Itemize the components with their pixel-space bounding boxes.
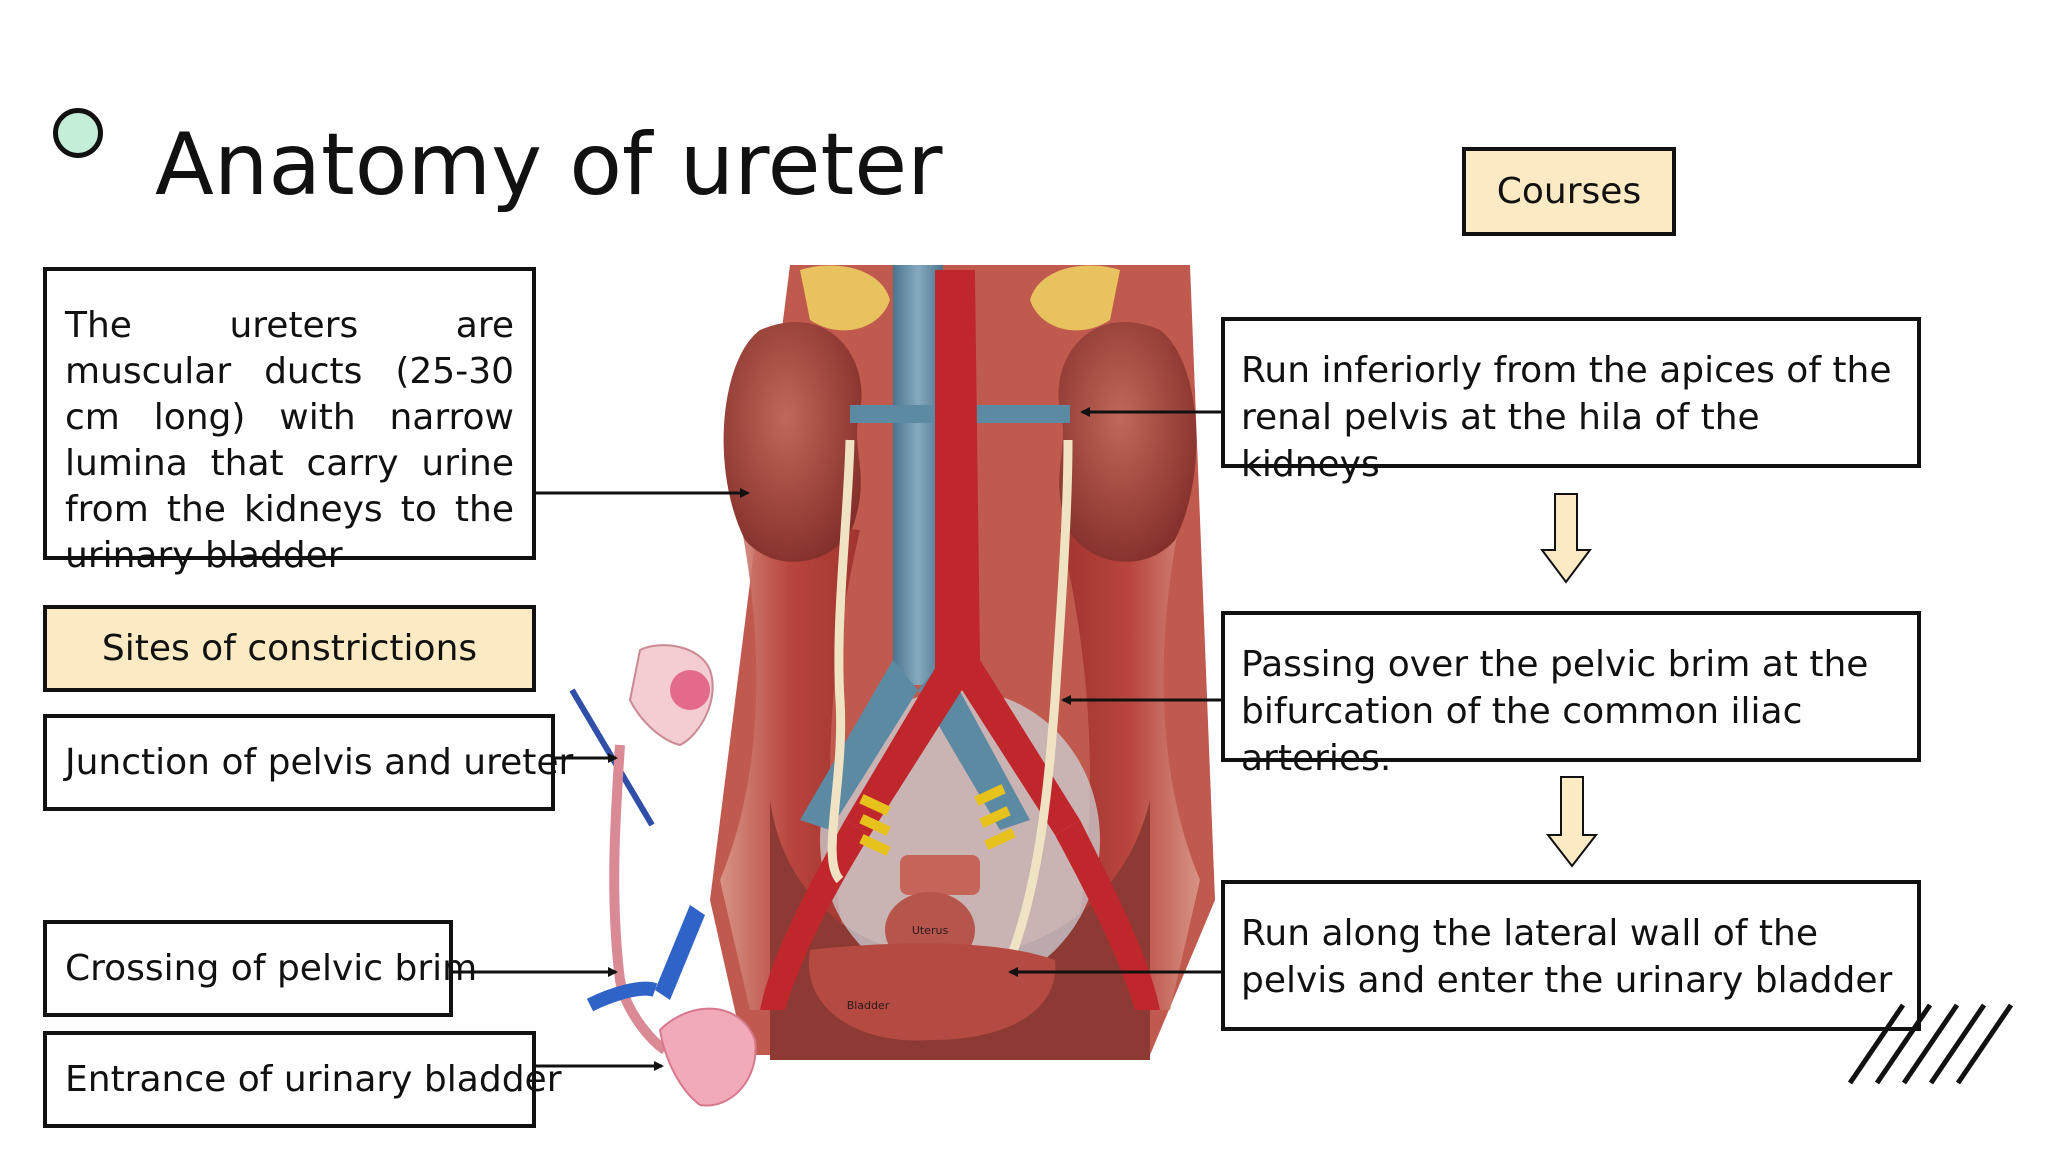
right-kidney xyxy=(1058,321,1197,562)
constriction-item: Entrance of urinary bladder xyxy=(43,1031,562,1128)
intro-text: The ureters are muscular ducts (25-30 cm… xyxy=(65,305,514,576)
bladder-label: Bladder xyxy=(847,999,890,1012)
page-title: Anatomy of ureter xyxy=(155,115,943,215)
constriction-item-label: Crossing of pelvic brim xyxy=(65,948,478,989)
decorative-hatch xyxy=(1847,1003,2014,1085)
left-kidney xyxy=(723,321,862,562)
constrictions-heading-label: Sites of constrictions xyxy=(101,628,478,669)
courses-heading-label: Courses xyxy=(1496,171,1642,212)
course-step-box: Passing over the pelvic brim at the bifu… xyxy=(1221,611,1921,779)
bladder xyxy=(808,943,1056,1041)
constriction-item-label: Junction of pelvis and ureter xyxy=(65,742,574,783)
course-step-box: Run along the lateral wall of the pelvis… xyxy=(1221,880,1921,1031)
right-ureter xyxy=(1005,439,1073,962)
course-step-text: Run along the lateral wall of the pelvis… xyxy=(1241,913,1893,1001)
left-ureter xyxy=(827,439,855,884)
down-arrow-icon xyxy=(1545,776,1599,868)
ureter-inset-illustration xyxy=(569,644,757,1107)
courses-heading: Courses xyxy=(1462,147,1676,236)
constriction-item-label: Entrance of urinary bladder xyxy=(65,1059,562,1100)
constriction-item: Crossing of pelvic brim xyxy=(43,920,477,1017)
course-step-text: Passing over the pelvic brim at the bifu… xyxy=(1241,644,1869,779)
title-bullet-icon xyxy=(53,108,103,158)
intro-text-box: The ureters are muscular ducts (25-30 cm… xyxy=(43,267,536,576)
course-step-box: Run inferiorly from the apices of the re… xyxy=(1221,317,1921,485)
anatomy-illustration: Uterus Bladder xyxy=(710,265,1215,1060)
constrictions-heading: Sites of constrictions xyxy=(43,605,536,692)
constriction-item: Junction of pelvis and ureter xyxy=(43,714,573,811)
uterus-label: Uterus xyxy=(912,924,949,937)
down-arrow-icon xyxy=(1540,493,1592,584)
course-step-text: Run inferiorly from the apices of the re… xyxy=(1241,350,1892,485)
connector-arrows xyxy=(453,407,1221,1071)
